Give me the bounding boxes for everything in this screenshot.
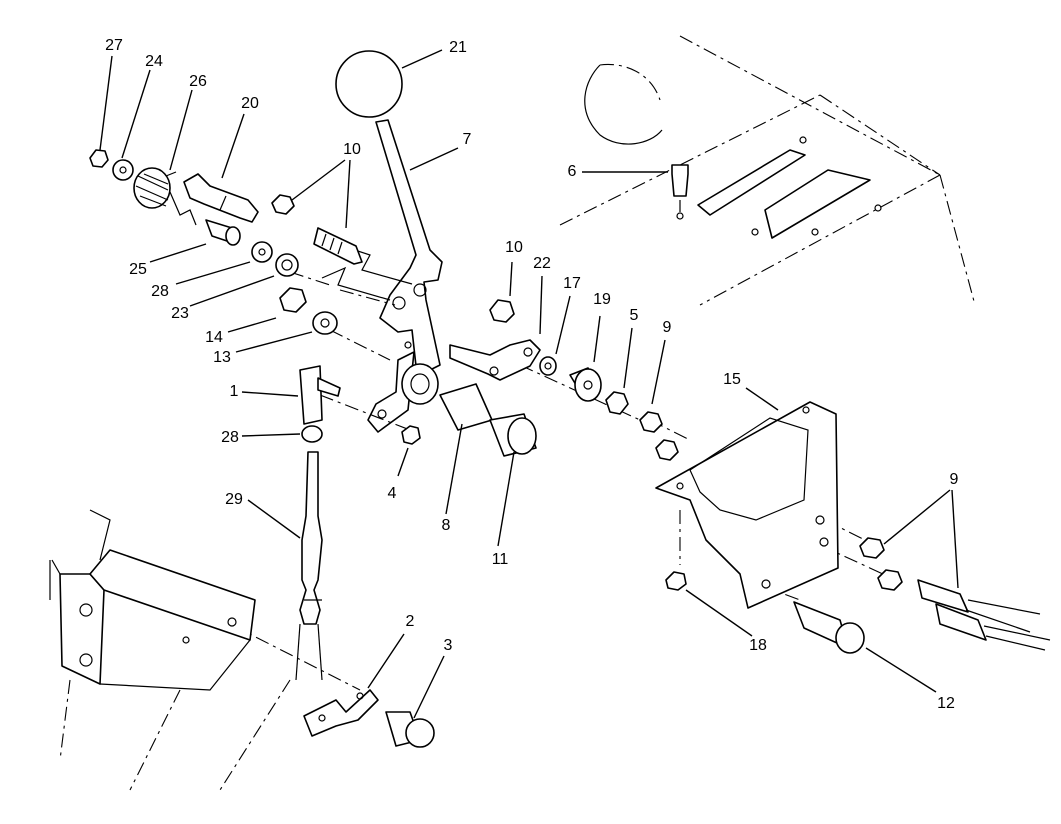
machine-body-outline (559, 35, 976, 306)
part-25-bushing (205, 219, 241, 246)
callout-29: 29 (225, 491, 243, 508)
callout-10b: 10 (505, 239, 523, 256)
part-29-cable (295, 451, 323, 681)
callout-28a: 28 (151, 283, 169, 300)
part-19-spacer (569, 367, 602, 402)
part-27-nut (89, 149, 109, 168)
callout-25: 25 (129, 261, 147, 278)
part-15-mounting-plate (655, 401, 839, 609)
part-9-nuts-right (859, 537, 1051, 651)
callout-9b: 9 (950, 471, 959, 488)
part-28-washer-upper (251, 241, 273, 263)
part-7-shift-lever (367, 119, 443, 433)
callout-14: 14 (205, 329, 223, 346)
left-mounting-bracket (49, 509, 291, 791)
callout-21: 21 (449, 39, 467, 56)
part-6-screw (671, 164, 689, 220)
part-22-link (449, 339, 541, 381)
leader-lines (99, 49, 959, 719)
callout-19: 19 (593, 291, 611, 308)
callout-9a: 9 (663, 319, 672, 336)
callout-7: 7 (463, 131, 472, 148)
part-26-spring (133, 167, 197, 226)
callout-1: 1 (230, 383, 239, 400)
callout-15: 15 (723, 371, 741, 388)
part-8-sleeve (401, 363, 493, 431)
callout-26: 26 (189, 73, 207, 90)
callout-17: 17 (563, 275, 581, 292)
callout-6: 6 (568, 163, 577, 180)
part-28-nut-lower (301, 425, 323, 443)
callout-4: 4 (388, 485, 397, 502)
part-12-bolt (793, 601, 865, 654)
callout-11: 11 (492, 551, 509, 568)
part-9-nuts-upper (639, 411, 679, 461)
callout-18: 18 (749, 637, 767, 654)
callout-5: 5 (630, 307, 639, 324)
part-1-swivel (299, 365, 341, 425)
callout-20: 20 (241, 95, 259, 112)
part-20-pivot-bolt (183, 173, 259, 223)
part-10-nut-right (489, 299, 515, 323)
callout-10a: 10 (343, 141, 361, 158)
callout-28b: 28 (221, 429, 239, 446)
callout-23: 23 (171, 305, 189, 322)
part-24-washer (112, 159, 134, 181)
part-11-sleeve (489, 413, 537, 457)
part-21-knob (335, 50, 403, 118)
part-3-bolt (385, 711, 435, 748)
part-14-nut (279, 287, 307, 313)
callout-24: 24 (145, 53, 163, 70)
part-18-nut (665, 571, 687, 591)
callout-labels: 27 24 26 20 21 10 7 6 10 22 17 19 5 9 25… (105, 37, 958, 712)
callout-27: 27 (105, 37, 123, 54)
callout-2: 2 (406, 613, 415, 630)
callout-3: 3 (444, 637, 453, 654)
part-13-washer (312, 311, 338, 335)
part-23-flanged-bushing (275, 253, 299, 277)
part-2-cable-clamp (303, 689, 379, 737)
callout-8: 8 (442, 517, 451, 534)
part-17-washer (539, 356, 557, 376)
callout-22: 22 (533, 255, 551, 272)
part-5-nut (605, 391, 629, 415)
part-10-nut-upper (271, 194, 363, 265)
callout-12: 12 (937, 695, 955, 712)
callout-13: 13 (213, 349, 231, 366)
part-4-nut (401, 425, 421, 445)
